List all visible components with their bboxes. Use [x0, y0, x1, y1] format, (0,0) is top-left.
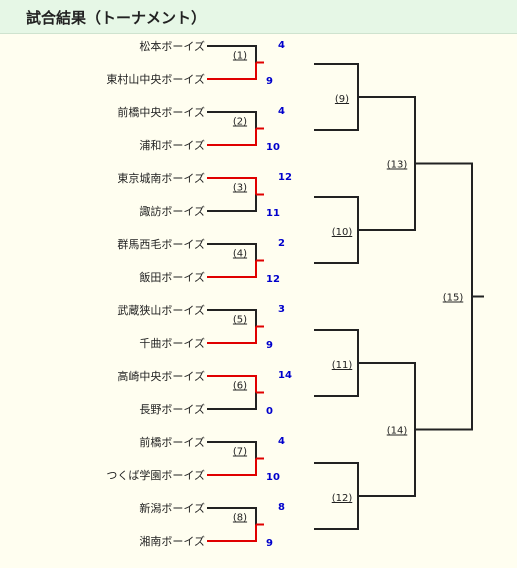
team-name: 東村山中央ボーイズ [106, 72, 205, 86]
team-name: 前橋中央ボーイズ [117, 105, 205, 119]
match-label: (2) [233, 117, 247, 128]
team-name: 諏訪ボーイズ [139, 204, 205, 218]
score: 0 [266, 406, 273, 417]
score: 3 [278, 304, 285, 315]
team-name: 湘南ボーイズ [139, 534, 205, 548]
score: 8 [278, 502, 285, 513]
score: 12 [278, 172, 292, 183]
team-name: 高崎中央ボーイズ [117, 369, 205, 383]
score: 12 [266, 274, 280, 285]
match-label: (4) [233, 249, 247, 260]
team-name: 飯田ボーイズ [139, 270, 205, 284]
match-label: (14) [387, 426, 408, 437]
team-name: 千曲ボーイズ [139, 336, 205, 350]
score: 4 [278, 40, 285, 51]
score: 9 [266, 538, 273, 549]
team-name: つくば学園ボーイズ [106, 468, 205, 482]
score: 10 [266, 472, 280, 483]
page-title: 試合結果（トーナメント） [26, 9, 207, 27]
match-label: (13) [387, 160, 408, 171]
score: 4 [278, 106, 285, 117]
match-label: (3) [233, 183, 247, 194]
team-name: 浦和ボーイズ [139, 138, 205, 152]
score: 11 [266, 208, 280, 219]
score: 9 [266, 340, 273, 351]
score: 9 [266, 76, 273, 87]
team-name: 東京城南ボーイズ [117, 171, 205, 185]
team-name: 新潟ボーイズ [139, 501, 205, 515]
match-label: (8) [233, 513, 247, 524]
team-name: 松本ボーイズ [139, 39, 205, 53]
team-name: 前橋ボーイズ [139, 435, 205, 449]
match-label: (12) [332, 493, 353, 504]
match-label: (7) [233, 447, 247, 458]
match-label: (5) [233, 315, 247, 326]
team-name: 武蔵狭山ボーイズ [117, 303, 205, 317]
team-name: 群馬西毛ボーイズ [117, 237, 205, 251]
score: 4 [278, 436, 285, 447]
team-name: 長野ボーイズ [139, 402, 205, 416]
title-bar: 試合結果（トーナメント） [0, 0, 517, 34]
score: 10 [266, 142, 280, 153]
match-label: (11) [332, 360, 353, 371]
match-label: (10) [332, 227, 353, 238]
score: 14 [278, 370, 292, 381]
match-label: (9) [335, 94, 349, 105]
match-label: (6) [233, 381, 247, 392]
match-label: (1) [233, 51, 247, 62]
score: 2 [278, 238, 285, 249]
match-label: (15) [443, 293, 464, 304]
